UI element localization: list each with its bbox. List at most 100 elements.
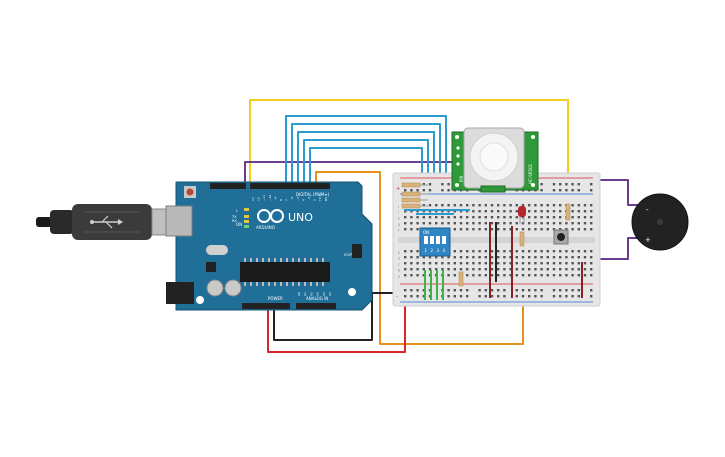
breadboard-hole bbox=[478, 228, 481, 231]
breadboard-hole bbox=[459, 268, 463, 271]
breadboard-hole bbox=[565, 295, 568, 298]
breadboard-hole bbox=[552, 268, 556, 271]
breadboard-hole bbox=[552, 256, 556, 259]
breadboard-hole bbox=[478, 222, 481, 225]
breadboard-hole bbox=[404, 222, 407, 225]
on-label: ON bbox=[236, 222, 242, 227]
breadboard-hole bbox=[509, 228, 512, 231]
breadboard-hole bbox=[552, 295, 556, 298]
breadboard-hole bbox=[466, 274, 469, 277]
breadboard-hole bbox=[546, 274, 549, 277]
wire-blue-2 bbox=[291, 123, 441, 221]
breadboard-hole bbox=[583, 274, 587, 277]
breadboard-hole bbox=[571, 222, 574, 225]
breadboard-hole bbox=[583, 210, 587, 213]
breadboard-hole bbox=[590, 295, 593, 298]
breadboard-hole bbox=[528, 228, 531, 231]
breadboard-hole bbox=[484, 204, 487, 207]
breadboard-hole bbox=[441, 204, 444, 207]
breadboard-hole bbox=[559, 250, 562, 253]
breadboard-hole bbox=[428, 222, 432, 225]
wire-red bbox=[267, 297, 406, 353]
breadboard-hole bbox=[484, 256, 487, 259]
breadboard-hole bbox=[447, 204, 450, 207]
breadboard-hole bbox=[453, 268, 456, 271]
wires bbox=[244, 99, 641, 353]
breadboard-hole bbox=[546, 256, 549, 259]
breadboard-hole bbox=[528, 262, 531, 265]
row-letter: g bbox=[398, 223, 400, 227]
breadboard-hole bbox=[416, 189, 419, 192]
breadboard-hole bbox=[552, 222, 556, 225]
digital-label: DIGITAL (PWM~) bbox=[296, 192, 330, 197]
breadboard-hole bbox=[521, 228, 525, 231]
breadboard-hole bbox=[484, 295, 487, 298]
breadboard-hole bbox=[565, 222, 568, 225]
breadboard-hole bbox=[559, 228, 562, 231]
breadboard-hole bbox=[484, 228, 487, 231]
breadboard-hole bbox=[559, 295, 562, 298]
breadboard-hole bbox=[497, 228, 500, 231]
breadboard-hole bbox=[577, 216, 580, 219]
breadboard-hole bbox=[528, 295, 531, 298]
wire-blue-1 bbox=[285, 115, 447, 221]
breadboard-hole bbox=[515, 256, 518, 259]
breadboard-hole bbox=[416, 268, 419, 271]
row-letter: h bbox=[398, 217, 400, 221]
breadboard-hole bbox=[404, 256, 407, 259]
power-label: POWER bbox=[268, 296, 283, 301]
breadboard-hole bbox=[565, 262, 568, 265]
breadboard-hole bbox=[497, 204, 500, 207]
breadboard-hole bbox=[478, 250, 481, 253]
breadboard-hole bbox=[577, 228, 580, 231]
digital-pin-label: 12 bbox=[257, 197, 261, 201]
piezo-buzzer: - + bbox=[631, 193, 689, 251]
breadboard-hole bbox=[490, 262, 494, 265]
breadboard-hole bbox=[422, 268, 425, 271]
breadboard-hole bbox=[447, 210, 450, 213]
wire-black bbox=[273, 292, 407, 341]
breadboard-hole bbox=[559, 216, 562, 219]
digital-pin-label: ~9 bbox=[273, 196, 277, 201]
breadboard-hole bbox=[534, 295, 537, 298]
breadboard-hole bbox=[540, 289, 543, 292]
breadboard-hole bbox=[459, 289, 463, 292]
breadboard-hole bbox=[422, 256, 425, 259]
row-letter: d bbox=[398, 257, 400, 261]
breadboard-hole bbox=[453, 256, 456, 259]
breadboard-hole bbox=[410, 262, 413, 265]
breadboard-hole bbox=[422, 289, 425, 292]
breadboard-hole bbox=[428, 262, 432, 265]
breadboard-hole bbox=[571, 228, 574, 231]
breadboard-hole bbox=[435, 222, 438, 225]
breadboard-hole bbox=[503, 289, 506, 292]
breadboard-hole bbox=[590, 189, 593, 192]
breadboard-hole bbox=[509, 256, 512, 259]
pushbutton[interactable] bbox=[553, 229, 569, 245]
breadboard-hole bbox=[528, 268, 531, 271]
breadboard-hole bbox=[534, 250, 537, 253]
breadboard-hole bbox=[459, 216, 463, 219]
breadboard-hole bbox=[428, 210, 432, 213]
breadboard-hole bbox=[521, 274, 525, 277]
breadboard-hole bbox=[472, 268, 475, 271]
breadboard-hole bbox=[528, 204, 531, 207]
breadboard-hole bbox=[503, 228, 506, 231]
row-letter: b bbox=[398, 269, 401, 273]
breadboard-hole bbox=[490, 295, 494, 298]
breadboard-hole bbox=[583, 250, 587, 253]
breadboard-hole bbox=[590, 256, 593, 259]
breadboard-hole bbox=[484, 268, 487, 271]
breadboard-hole bbox=[583, 204, 587, 207]
breadboard-hole bbox=[509, 274, 512, 277]
breadboard-hole bbox=[577, 204, 580, 207]
breadboard-hole bbox=[540, 210, 543, 213]
breadboard-hole bbox=[497, 274, 500, 277]
wire-orange bbox=[315, 171, 524, 345]
breadboard-hole bbox=[534, 289, 537, 292]
digital-pin-label: ~11 bbox=[262, 195, 266, 201]
breadboard-hole bbox=[534, 216, 537, 219]
breadboard-hole bbox=[416, 250, 419, 253]
